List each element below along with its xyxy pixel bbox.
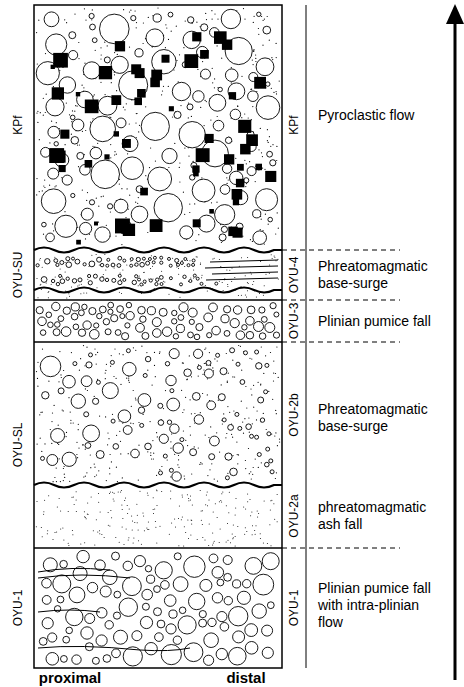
erosion-surface xyxy=(34,248,282,253)
process-label: phreatomagmatic ash fall xyxy=(318,499,443,533)
unit-label: OYU-3 xyxy=(286,303,303,340)
unit-label: OYU-2b xyxy=(286,393,303,436)
axis-label: distal xyxy=(226,669,265,686)
formation-label: OYU-SU xyxy=(10,252,27,299)
unit-label: OYU-2a xyxy=(286,494,303,537)
unit-label: OYU-4 xyxy=(286,257,303,294)
process-label: Phreatomagmatic base-surge xyxy=(318,401,443,435)
layer-boundary xyxy=(34,299,282,301)
layer-boundary xyxy=(34,547,282,549)
process-label: Phreatomagmatic base-surge xyxy=(318,258,443,292)
erosion-surface xyxy=(34,483,282,488)
unit-label: OYU-1 xyxy=(286,590,303,627)
formation-label: KPf xyxy=(10,115,27,134)
erosion-surface xyxy=(34,288,282,293)
lamination xyxy=(38,260,278,651)
formation-label: OYU-1 xyxy=(10,590,27,627)
process-label: Pyroclastic flow xyxy=(318,107,443,124)
texture xyxy=(36,7,280,666)
formation-label: OYU-SL xyxy=(10,423,27,468)
process-label: Plinian pumice fall with intra-plinian f… xyxy=(318,580,443,631)
unit-label: KPf xyxy=(286,115,303,134)
time-arrowhead xyxy=(446,4,464,24)
unit-axis xyxy=(306,5,307,668)
layer-boundary xyxy=(34,341,282,343)
process-label: Plinian pumice fall xyxy=(318,313,443,330)
axis-label: proximal xyxy=(39,669,102,686)
column-border xyxy=(34,5,282,668)
time-arrow xyxy=(454,20,457,680)
